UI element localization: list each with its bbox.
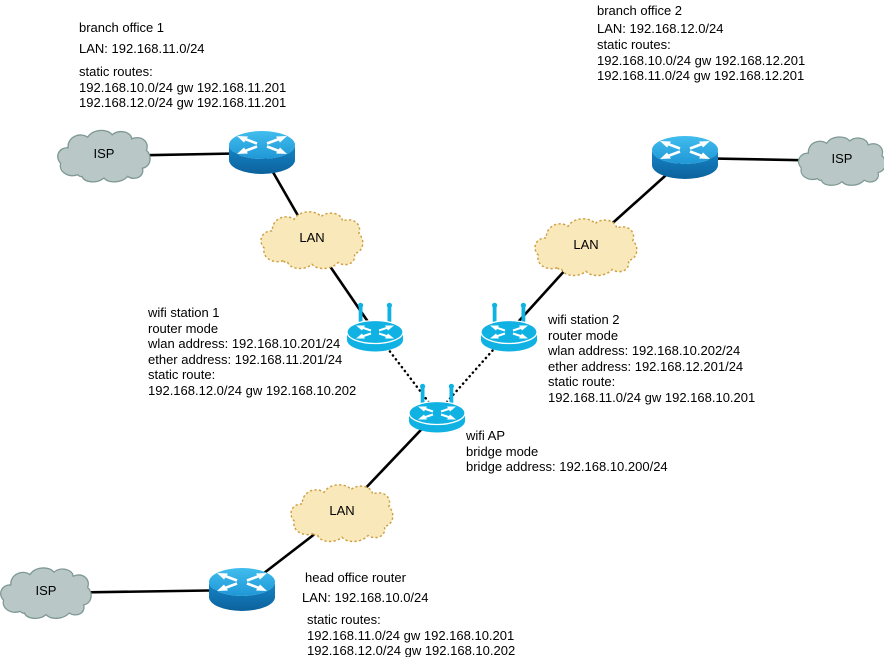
router-icon xyxy=(207,566,277,613)
lan-cloud-head-office: LAN xyxy=(288,481,396,545)
wifi-router-icon xyxy=(408,382,466,434)
wifi-station-1-static-route-label: static route: xyxy=(148,367,216,383)
wifi-station-2-ether-address: ether address: 192.168.12.201/24 xyxy=(548,358,744,374)
head-office-label: head office router LAN: 192.168.10.0/24 … xyxy=(302,570,515,657)
branch-office-2-static-routes-label: static routes: xyxy=(597,37,671,53)
branch-office-2-label: branch office 2 LAN: 192.168.12.0/24 sta… xyxy=(597,3,805,84)
wifi-station-1-mode: router mode xyxy=(148,320,219,336)
branch-office-2-route-1: 192.168.10.0/24 gw 192.168.12.201 xyxy=(597,52,806,68)
wifi-ap-device xyxy=(406,381,468,434)
wifi-station-1-label: wifi station 1 router mode wlan address:… xyxy=(148,305,356,399)
branch-office-2-route-2: 192.168.11.0/24 gw 192.168.12.201 xyxy=(597,68,805,84)
wifi-station-1-ether-address: ether address: 192.168.11.201/24 xyxy=(148,351,343,367)
wifi-station-2-mode: router mode xyxy=(548,327,619,343)
head-office-lan: LAN: 192.168.10.0/24 xyxy=(302,589,429,605)
branch-office-1-lan: LAN: 192.168.11.0/24 xyxy=(79,40,205,56)
cloud-label: ISP xyxy=(35,582,57,598)
router-icon xyxy=(650,134,720,181)
branch-office-1-route-2: 192.168.12.0/24 gw 192.168.11.201 xyxy=(79,95,287,111)
wifi-router-icon xyxy=(480,301,538,353)
wireless-link-ap-station2 xyxy=(435,330,511,415)
branch-office-2-title: branch office 2 xyxy=(597,3,683,18)
wifi-ap-bridge-address: bridge address: 192.168.10.200/24 xyxy=(466,459,668,475)
branch-office-1-route-1: 192.168.10.0/24 gw 192.168.11.201 xyxy=(79,79,287,95)
wifi-station-2-device xyxy=(478,300,540,353)
head-office-router xyxy=(207,566,277,613)
cloud-label: ISP xyxy=(93,145,115,161)
isp-cloud-branch2: ISP xyxy=(796,132,884,190)
branch-office-2-lan: LAN: 192.168.12.0/24 xyxy=(597,20,724,36)
cloud-label: LAN xyxy=(299,229,325,245)
wifi-station-2-label: wifi station 2 router mode wlan address:… xyxy=(548,312,755,406)
cloud-label: ISP xyxy=(831,150,853,166)
branch-office-1-router xyxy=(227,129,297,176)
cloud-label: LAN xyxy=(573,236,599,252)
wifi-ap-title: wifi AP xyxy=(466,428,506,443)
isp-cloud-head-office: ISP xyxy=(0,564,94,622)
wifi-station-2-static-route-label: static route: xyxy=(548,374,616,390)
branch-office-1-static-routes-label: static routes: xyxy=(79,64,153,80)
wifi-station-2-title: wifi station 2 xyxy=(548,312,620,327)
lan-cloud-branch1: LAN xyxy=(258,208,366,272)
head-office-title: head office router xyxy=(305,570,406,585)
branch-office-1-label: branch office 1 LAN: 192.168.11.0/24 sta… xyxy=(79,20,286,111)
router-icon xyxy=(227,129,297,176)
wifi-station-1-route: 192.168.12.0/24 gw 192.168.10.202 xyxy=(148,382,357,398)
wifi-station-1-title: wifi station 1 xyxy=(148,305,220,320)
head-office-route-1: 192.168.11.0/24 gw 192.168.10.201 xyxy=(307,627,515,643)
branch-office-1-title: branch office 1 xyxy=(79,20,165,35)
cloud-label: LAN xyxy=(329,502,355,518)
head-office-route-2: 192.168.12.0/24 gw 192.168.10.202 xyxy=(307,643,516,657)
wifi-station-1-wlan-address: wlan address: 192.168.10.201/24 xyxy=(148,336,341,352)
wifi-ap-mode: bridge mode xyxy=(466,443,539,459)
branch-office-2-router xyxy=(650,134,720,181)
wifi-ap-label: wifi AP bridge mode bridge address: 192.… xyxy=(466,428,668,475)
wifi-station-2-wlan-address: wlan address: 192.168.10.202/24 xyxy=(548,343,741,359)
lan-cloud-branch2: LAN xyxy=(532,215,640,279)
isp-cloud-branch1: ISP xyxy=(55,127,153,185)
wifi-station-2-route: 192.168.11.0/24 gw 192.168.10.201 xyxy=(548,389,756,405)
head-office-static-routes-label: static routes: xyxy=(307,612,381,628)
